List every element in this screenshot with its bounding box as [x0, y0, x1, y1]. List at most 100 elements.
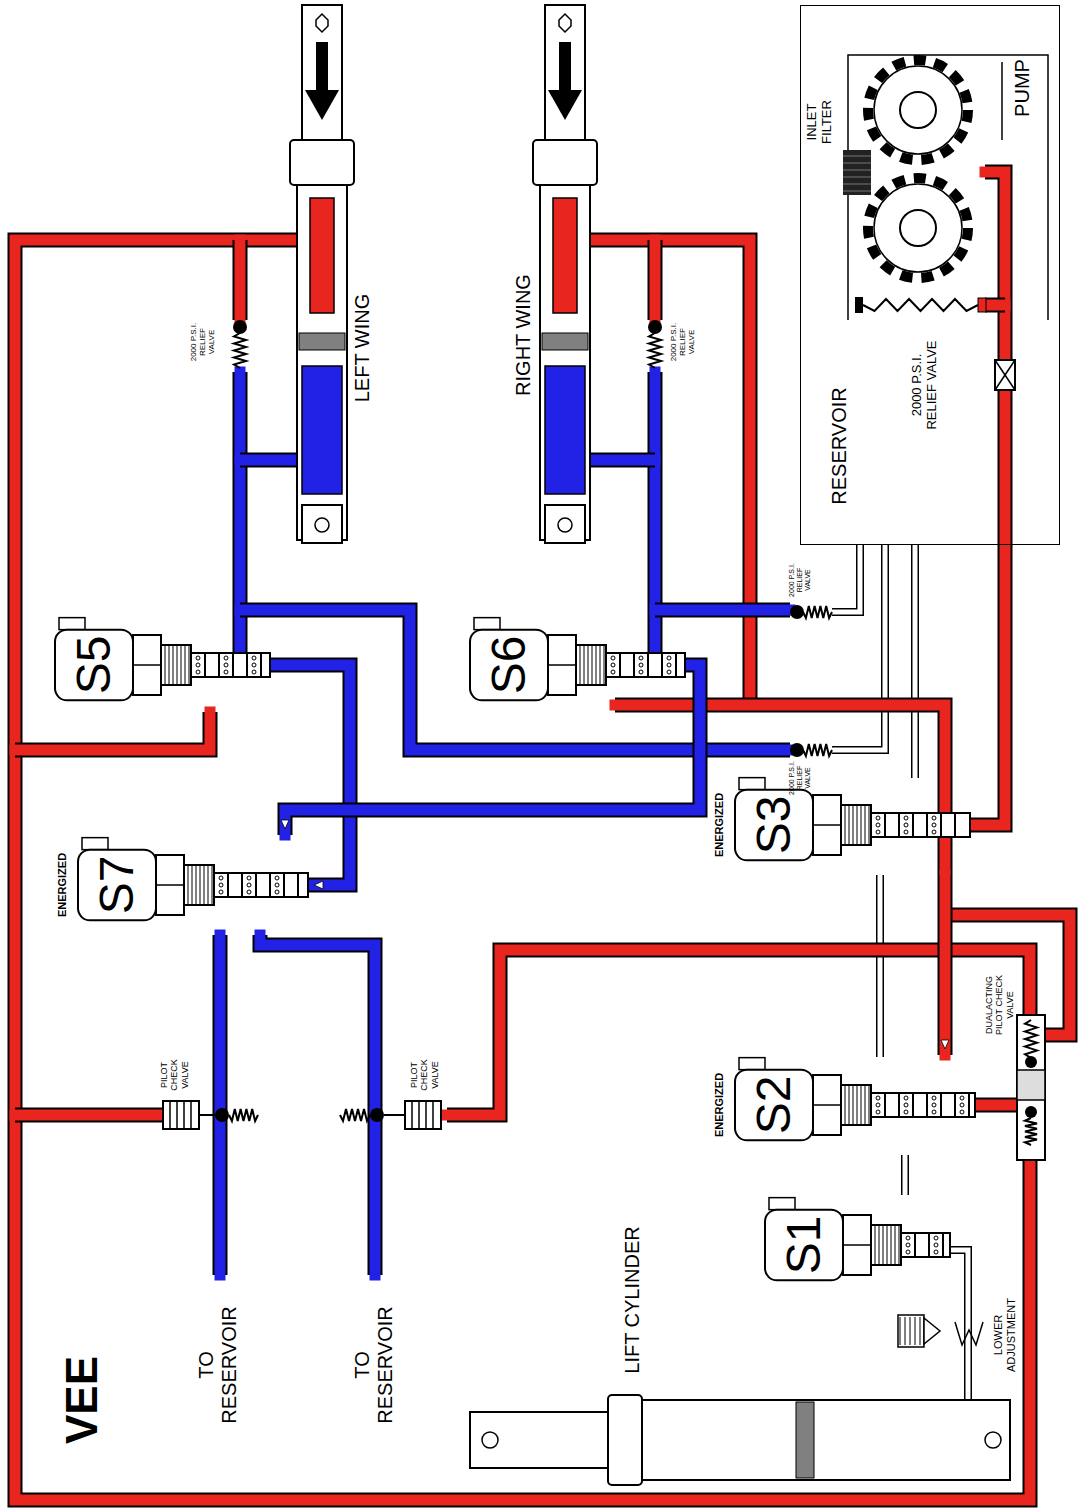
pilot-body	[405, 1101, 441, 1129]
spool-land	[218, 653, 220, 677]
pipe-outline	[876, 875, 884, 1057]
spool-port	[904, 816, 908, 820]
thread-line	[869, 805, 870, 845]
cylinder-collar	[533, 140, 597, 185]
valve-nut	[156, 855, 184, 915]
thread-line	[588, 645, 589, 685]
pipe-outline	[985, 298, 1005, 313]
pipe	[240, 240, 241, 320]
pipe-outline	[655, 603, 790, 618]
rod-eye	[316, 14, 328, 32]
pipe-fill	[832, 545, 860, 612]
check-ball	[1025, 1106, 1037, 1118]
filter-mesh	[843, 191, 871, 192]
thread-line	[596, 645, 597, 685]
pipe-fill	[975, 1100, 1018, 1111]
spool-port	[611, 663, 615, 667]
spool-port	[667, 663, 671, 667]
energized-tag: ENERGIZED	[713, 793, 726, 857]
pipe-fill	[940, 875, 951, 1055]
spool-port	[934, 1236, 938, 1240]
valve-thread	[871, 1225, 901, 1265]
cylinder-barrel	[540, 185, 590, 540]
solenoid-coil	[735, 1070, 813, 1141]
pipe	[240, 460, 297, 461]
spring-symbol	[649, 333, 661, 368]
pipe	[880, 875, 881, 1057]
flow-arrowhead	[941, 1040, 949, 1049]
spool-port	[876, 816, 880, 820]
pilot-line	[169, 1101, 171, 1129]
spring-symbol	[1025, 1020, 1037, 1058]
piston	[542, 333, 588, 350]
solenoid-coil	[55, 630, 133, 701]
spool-port	[904, 1096, 908, 1100]
thread-line	[853, 805, 854, 845]
spool-land	[968, 1093, 970, 1117]
solenoid-tab	[59, 618, 85, 630]
thread-line	[200, 865, 201, 905]
pipe	[950, 1250, 968, 1400]
solenoid-valve: S5	[55, 615, 270, 715]
pipe	[905, 1155, 906, 1195]
spring-symbol	[340, 1109, 370, 1121]
pipe	[832, 545, 860, 612]
thread-line	[189, 645, 190, 685]
pipe-outline	[975, 1098, 1018, 1113]
spring-symbol	[803, 606, 832, 618]
spool-port	[932, 830, 936, 834]
thread-line	[849, 805, 850, 845]
spring-symbol	[229, 1109, 258, 1121]
check-valve	[995, 360, 1015, 390]
spool-port	[876, 830, 880, 834]
spool-land	[954, 1093, 956, 1117]
pipe-outline	[648, 240, 663, 320]
spool-port	[960, 1110, 964, 1114]
check-ball	[370, 1108, 384, 1122]
spool-port	[639, 656, 643, 660]
spool-port	[932, 1110, 936, 1114]
thread-line	[861, 805, 862, 845]
part-label: PILOT CHECK VALVE	[159, 1057, 190, 1093]
relief-ball	[790, 743, 804, 757]
flow-arrowhead	[281, 820, 289, 829]
thread-line	[875, 1225, 876, 1265]
nut-edge	[813, 824, 841, 826]
screw-knurl	[915, 1317, 916, 1345]
screw-knurl	[905, 1317, 906, 1345]
solenoid-coil	[78, 850, 156, 921]
pilot-line	[176, 1101, 178, 1129]
spool-port	[904, 1103, 908, 1107]
cylinder-barrel	[297, 185, 347, 540]
pipe-outline	[240, 453, 297, 468]
part-label: TO RESERVOIR	[195, 1304, 241, 1426]
spool-land	[246, 653, 248, 677]
spool-port	[906, 1250, 910, 1254]
pipe-fill	[15, 712, 210, 750]
pipe-fill	[615, 705, 945, 875]
pipe-outline	[588, 453, 655, 468]
thread-line	[592, 645, 593, 685]
pipe-fill	[970, 172, 1005, 825]
spool-land	[898, 1093, 900, 1117]
spool-port	[224, 670, 228, 674]
cylinder-collar	[290, 140, 354, 185]
pipe-fill	[950, 1250, 968, 1400]
spool-port	[252, 656, 256, 660]
pilot-body	[163, 1101, 199, 1129]
cylinder-eye	[302, 505, 342, 543]
pipe-outline	[970, 172, 1005, 825]
spool-land	[661, 653, 663, 677]
spool-port	[667, 670, 671, 674]
pilot-line	[418, 1101, 420, 1129]
filter-mesh	[843, 163, 871, 164]
thread-line	[177, 645, 178, 685]
thread-line	[204, 865, 205, 905]
solenoid-tab	[769, 1198, 795, 1210]
spool-port	[906, 1236, 910, 1240]
thread-line	[604, 645, 605, 685]
valve-thread	[161, 645, 191, 685]
lift-collar	[608, 1395, 642, 1485]
